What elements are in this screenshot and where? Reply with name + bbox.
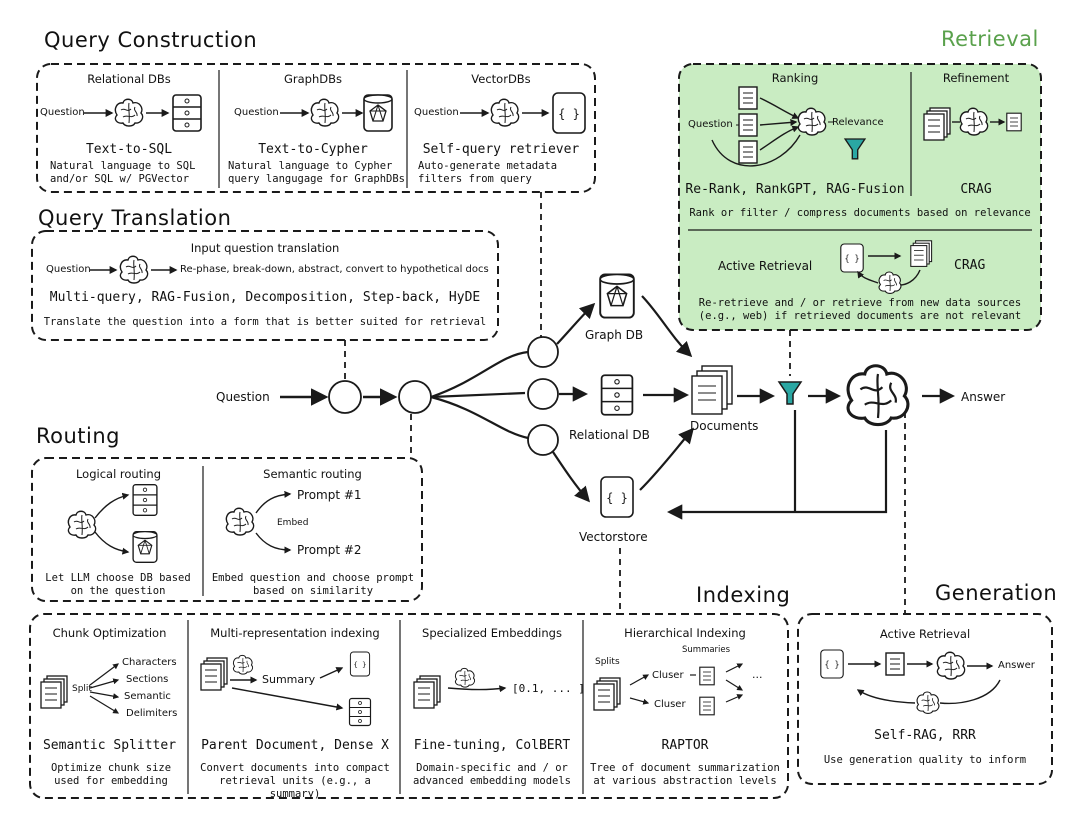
graph-question-label: Question: [234, 107, 279, 118]
self-query-retriever-label: Self-query retriever: [422, 142, 580, 157]
graph-db-label: Graph DB: [585, 328, 644, 342]
translation-steps-label: Re-phase, break-down, abstract, convert …: [180, 264, 489, 275]
summaries-label: Summaries: [682, 645, 731, 655]
semantic-routing-title: Semantic routing: [263, 467, 362, 481]
embedding-vector-label: [0.1, ... ]: [512, 682, 585, 695]
rerank-tools-label: Re-Rank, RankGPT, RAG-Fusion: [685, 182, 905, 197]
relational-desc: Natural language to SQL and/or SQL w/ PG…: [50, 160, 196, 185]
multi-representation-title: Multi-representation indexing: [210, 626, 380, 640]
relational-dbs-title: Relational DBs: [87, 72, 171, 86]
retrieval-panel: [678, 63, 1042, 331]
summary-label: Summary: [262, 673, 316, 686]
vector-question-label: Question: [414, 107, 459, 118]
text-to-sql-label: Text-to-SQL: [85, 142, 173, 157]
refinement-crag-label: CRAG: [960, 182, 992, 197]
graph-desc: Natural language to Cypher query languga…: [228, 160, 406, 185]
vectorstore-label: Vectorstore: [579, 530, 648, 544]
embed-label: Embed: [277, 518, 309, 528]
graphdbs-title: GraphDBs: [283, 72, 342, 86]
input-question-translation-title: Input question translation: [190, 241, 340, 255]
generation-desc: Use generation quality to inform: [823, 754, 1027, 766]
semantic-splitter-label: Semantic Splitter: [42, 738, 177, 753]
cluster-1-label: Cluser: [652, 670, 684, 681]
chunk-desc: Optimize chunk size used for embedding: [50, 762, 172, 787]
flow-question-label: Question: [216, 390, 270, 404]
cluster-2-label: Cluser: [654, 699, 686, 710]
generation-panel: [797, 613, 1053, 785]
vector-desc: Auto-generate metadata filters from quer…: [418, 160, 558, 185]
ranking-title: Ranking: [771, 71, 819, 85]
active-crag-label: CRAG: [954, 258, 986, 273]
raptor-label: RAPTOR: [661, 738, 709, 753]
answer-label: Answer: [961, 390, 1006, 404]
retrieval-title: Retrieval: [941, 27, 1039, 51]
splits-label: Splits: [595, 657, 620, 667]
query-construction-panel: [36, 63, 596, 193]
special-desc: Domain-specific and / or advanced embedd…: [412, 762, 572, 787]
chunk-item-characters: Characters: [122, 657, 177, 668]
text-to-cypher-label: Text-to-Cypher: [258, 142, 368, 157]
relational-question-label: Question: [40, 107, 85, 118]
indexing-panel: [29, 613, 789, 799]
query-construction-title: Query Construction: [44, 28, 258, 52]
routing-panel: [31, 457, 423, 602]
translation-desc: Translate the question into a form that …: [43, 316, 487, 328]
specialized-embeddings-title: Specialized Embeddings: [422, 626, 562, 640]
routing-title: Routing: [36, 424, 121, 448]
hier-desc: Tree of document summarization at variou…: [590, 762, 780, 787]
prompt-2-label: Prompt #2: [297, 543, 362, 557]
more-dots-label: ...: [752, 668, 763, 681]
parent-document-label: Parent Document, Dense X: [201, 738, 389, 753]
query-translation-title: Query Translation: [38, 206, 232, 230]
fine-tuning-label: Fine-tuning, ColBERT: [413, 738, 571, 753]
multi-desc: Convert documents into compact retrieval…: [200, 762, 390, 800]
translation-question-label: Question: [46, 264, 91, 275]
active-retrieval-title: Active Retrieval: [718, 259, 813, 273]
hierarchical-indexing-title: Hierarchical Indexing: [624, 626, 746, 640]
generation-title: Generation: [935, 581, 1058, 605]
chunk-item-semantic: Semantic: [124, 691, 171, 702]
documents-label: Documents: [690, 419, 759, 433]
translation-tools-label: Multi-query, RAG-Fusion, Decomposition, …: [49, 290, 481, 305]
relevance-label: Relevance: [832, 117, 884, 128]
split-label: Split: [72, 684, 92, 694]
relational-db-label: Relational DB: [569, 428, 650, 442]
semantic-routing-desc: Embed question and choose prompt based o…: [211, 572, 415, 597]
indexing-title: Indexing: [696, 583, 791, 607]
chunk-item-sections: Sections: [126, 674, 169, 685]
query-translation-panel: [31, 230, 499, 341]
chunk-item-delimiters: Delimiters: [126, 708, 178, 719]
active-retrieval-desc: Re-retrieve and / or retrieve from new d…: [698, 297, 1022, 322]
logical-routing-title: Logical routing: [75, 467, 162, 481]
chunk-optimization-title: Chunk Optimization: [52, 626, 167, 640]
generation-answer-label: Answer: [998, 660, 1035, 671]
logical-routing-desc: Let LLM choose DB based on the question: [45, 572, 191, 597]
vectordbs-title: VectorDBs: [471, 72, 531, 86]
prompt-1-label: Prompt #1: [297, 488, 362, 502]
ranking-question-label: Question: [688, 119, 733, 130]
generation-active-retrieval-title: Active Retrieval: [879, 627, 971, 641]
self-rag-label: Self-RAG, RRR: [874, 728, 976, 743]
rank-desc: Rank or filter / compress documents base…: [689, 207, 1031, 219]
refinement-title: Refinement: [942, 71, 1010, 85]
